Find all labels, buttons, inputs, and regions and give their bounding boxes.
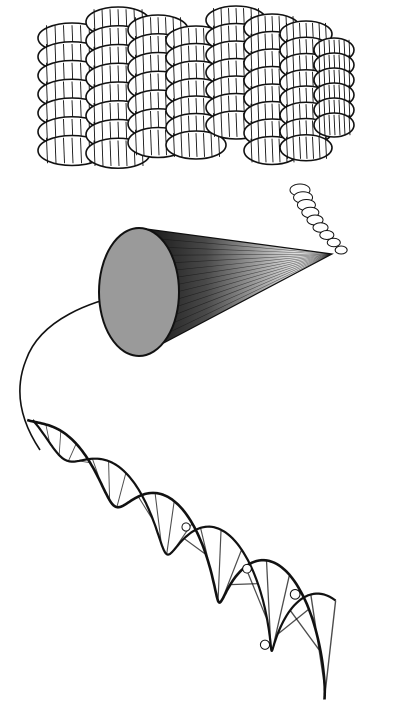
base-pair-rung: [138, 497, 153, 522]
helix-marker: [182, 523, 190, 531]
dna-double-helix: [27, 420, 335, 700]
base-pair-rung: [218, 530, 221, 601]
base-pair-rung: [126, 495, 142, 504]
magnified-cross-section-cone: [99, 228, 332, 356]
base-pair-rung: [117, 473, 126, 507]
fiber-loop: [335, 246, 347, 254]
coiled-chromatin-fiber: [38, 6, 354, 168]
base-pair-rung: [68, 444, 76, 461]
base-pair-rung: [109, 461, 110, 500]
base-pair-rung: [59, 431, 61, 455]
base-pair-rung: [245, 567, 267, 621]
helix-marker: [260, 640, 269, 649]
cross-section-face: [99, 228, 179, 356]
helix-marker: [290, 589, 300, 599]
fiber-loop: [327, 238, 340, 247]
base-pair-rung: [167, 501, 174, 554]
base-pair-rung: [201, 528, 214, 584]
base-pair-rung: [324, 601, 335, 700]
base-pair-rung: [272, 575, 289, 650]
base-pair-rung: [230, 584, 258, 585]
helix-marker: [243, 564, 252, 573]
